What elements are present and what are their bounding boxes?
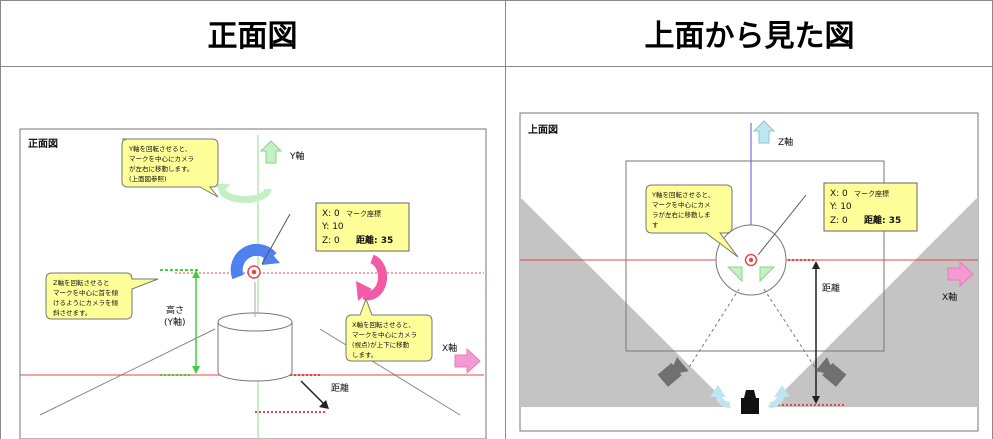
distance-arrow-bottom [812,396,820,404]
info-z: Z: 0 [830,216,848,226]
callout-y-rotation [645,184,739,258]
callout-top-line-4: (上面図参照) [129,174,167,183]
y-rotation-icon [218,188,272,203]
camera-center-icon [741,390,759,414]
front-view-diagram: 正面図 高さ (Y軸) Y軸 [19,128,487,439]
callout-left-line-1: Z軸を回転させると [53,278,109,287]
info-mark-pos: マーク座標 [346,209,381,218]
height-label-1: 高さ [166,304,184,316]
callout-right-line-2: マークを中心にカメラ [352,330,417,339]
top-view-diagram: 上面図 Z軸 X軸 距離 [519,112,979,432]
callout-right-line-3: (視点)が上下に移動 [352,340,410,349]
z-axis-label: Z軸 [778,136,793,148]
info-box [315,202,410,252]
y-axis-label: Y軸 [289,150,305,162]
column-header-top-view: 上面から見た図 [644,19,855,54]
callout-line-1: Y軸を回転させると、 [651,190,714,199]
info-x: X: 0 [830,189,848,199]
y-rotation-arrowhead [215,184,230,194]
info-distance: 距離: 35 [356,234,393,246]
callout-left-line-2: マークを中心に首を傾 [53,288,119,297]
camera-rotate-right-arrowhead [774,385,790,397]
info-distance: 距離: 35 [864,214,901,226]
info-mark-pos: マーク座標 [854,189,889,198]
callout-left-line-3: けるようにカメラを傾 [53,298,119,307]
callout-line-3: ラが左右に移動しま [652,210,711,219]
callout-top-line-1: Y軸を回転させると、 [128,144,191,153]
distance-label: 距離 [822,282,840,294]
camera-rotate-left-arrowhead [710,385,726,397]
info-y: Y: 10 [321,222,344,232]
height-arrow-top [192,270,200,278]
floor-line-right [319,328,461,416]
info-pointer-line [261,213,291,265]
orbit-arrow-right-icon [759,266,776,283]
distance-arrow-top [812,261,820,269]
callout-line-2: マークを中心にカメ [652,200,711,209]
camera-left-icon [657,357,689,387]
height-arrow-bottom [192,366,200,374]
x-axis-arrow-icon [454,347,481,375]
y-axis-arrow-icon [259,140,283,164]
height-label-2: (Y軸) [164,316,186,328]
front-panel-title: 正面図 [28,138,58,150]
distance-measure-line [300,380,327,407]
x-rotation-arrowhead [356,281,372,301]
orbit-arrow-left-icon [726,266,743,283]
table-border-left [0,0,1,439]
callout-left-line-4: 斜させます。 [53,308,91,317]
info-x: X: 0 [322,209,340,219]
x-axis-label: X軸 [442,342,457,354]
info-z: Z: 0 [322,236,340,246]
inner-area [625,160,885,352]
z-axis-arrow-icon [752,120,776,144]
column-header-front-view: 正面図 [207,19,298,54]
cylinder-body [217,322,293,382]
target-mark-center [251,269,257,275]
info-pointer-line [757,194,807,256]
top-panel-title: 上面図 [528,123,558,136]
callout-x-rotation [345,297,433,362]
z-rotation-arrowhead [262,247,280,265]
callout-y-rotation [121,138,219,198]
distance-label: 距離 [331,382,349,394]
view-area-right [768,197,978,407]
view-line-right [763,288,819,373]
callout-top-line-3: が左右に移動します。 [129,164,193,173]
callout-top-line-2: マークを中心にカメラ [129,154,194,163]
callout-right-line-1: X軸を回転させると、 [352,320,415,329]
info-y: Y: 10 [829,202,852,212]
table-column-divider [505,0,506,439]
distance-arrowhead [319,400,329,409]
table-border-top [0,0,993,1]
x-rotation-icon [362,254,388,301]
target-mark-center [748,257,754,263]
callout-z-rotation [45,272,159,320]
table-header-divider [0,66,993,67]
info-box [823,182,918,232]
floor-line-left [39,328,216,416]
camera-right-icon [815,357,847,387]
callout-right-line-4: します。 [352,351,377,359]
view-line-left [685,288,740,373]
x-axis-arrow-icon [947,260,974,288]
callout-line-4: す [652,221,659,229]
x-axis-label: X軸 [942,291,957,303]
